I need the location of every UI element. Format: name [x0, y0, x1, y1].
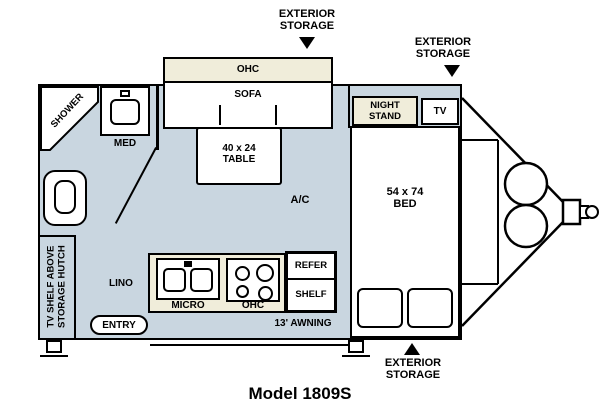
stabilizer-jack-icon [46, 340, 62, 353]
bed-foot-cushion [407, 288, 453, 328]
ac-label: A/C [290, 194, 310, 206]
up-arrow-icon [404, 343, 420, 355]
exterior-storage-right-label: EXTERIOR STORAGE [414, 36, 472, 61]
propane-tank-icon [503, 203, 549, 249]
entry-label: ENTRY [102, 320, 136, 331]
burner-icon [235, 266, 250, 281]
jack-foot [342, 355, 370, 357]
entry-door: ENTRY [90, 315, 148, 335]
dinette-table [196, 127, 282, 185]
sofa-slideout: OHC SOFA [163, 57, 333, 129]
sink-bowl-icon [190, 268, 213, 292]
lino-label: LINO [109, 278, 133, 289]
hitch-tongue-icon [461, 97, 599, 327]
jack-foot [40, 355, 68, 357]
lavatory-icon [100, 86, 150, 136]
sofa-cushion-divider [219, 105, 221, 125]
burner-icon [236, 285, 249, 298]
tv-label: TV [433, 106, 447, 117]
toilet-bowl-icon [54, 180, 76, 214]
awning-line [150, 344, 352, 346]
night-stand-label: NIGHT STAND [368, 100, 402, 122]
bedroom-wall [348, 84, 350, 128]
refer-label: REFER [294, 260, 328, 271]
burner-icon [256, 264, 274, 282]
storage-hutch [38, 235, 76, 340]
shelf-label: SHELF [295, 289, 327, 300]
micro-label: MICRO [171, 300, 205, 311]
bed: 54 x 74 BED [350, 126, 460, 338]
sofa: SOFA [165, 85, 331, 127]
exterior-storage-bottom-label: EXTERIOR STORAGE [384, 357, 442, 382]
toilet-icon [43, 170, 87, 226]
faucet-icon [184, 261, 192, 267]
cooktop-icon [226, 258, 280, 302]
refrigerator: REFER SHELF [285, 251, 337, 313]
awning-label: 13' AWNING [274, 318, 332, 329]
sink-bowl-icon [110, 99, 140, 125]
burner-icon [258, 286, 273, 301]
stabilizer-jack-icon [348, 340, 364, 353]
kitchen-sink-icon [156, 258, 220, 300]
model-title: Model 1809S [248, 384, 352, 403]
sofa-label: SOFA [234, 89, 262, 100]
med-cabinet-label: MED [113, 138, 137, 149]
ohc-bottom-label: OHC [241, 300, 265, 311]
bed-label: 54 x 74 BED [386, 186, 424, 211]
table-label: 40 x 24 TABLE [222, 143, 256, 166]
overhead-cabinet-top: OHC [165, 59, 331, 83]
refer-section: REFER [288, 254, 334, 280]
faucet-icon [120, 90, 130, 97]
kitchen-counter: MICRO OHC [148, 253, 286, 313]
bathroom-wall [156, 84, 159, 150]
propane-tank-icon [503, 161, 549, 207]
hutch-label: TV SHELF ABOVE STORAGE HUTCH [45, 245, 67, 328]
sofa-cushion-divider [275, 105, 277, 125]
sink-bowl-icon [163, 268, 186, 292]
night-stand [352, 96, 418, 126]
down-arrow-icon [444, 65, 460, 77]
shower-stall-icon [40, 86, 99, 151]
tv-mount [421, 98, 459, 125]
exterior-storage-top-label: EXTERIOR STORAGE [278, 8, 336, 33]
down-arrow-icon [299, 37, 315, 49]
ohc-top-label: OHC [236, 64, 260, 75]
coupler-icon [561, 198, 582, 226]
bed-foot-cushion [357, 288, 403, 328]
